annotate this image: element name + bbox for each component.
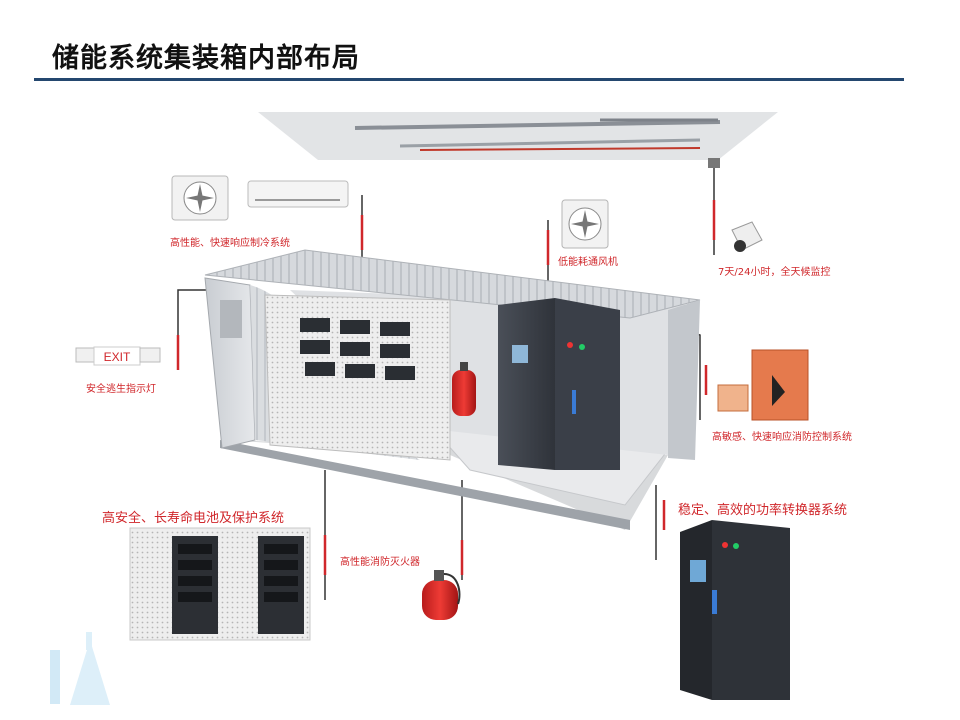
- title-divider: [34, 78, 904, 81]
- battery-rack: [264, 294, 451, 461]
- fire-control-panel-icon: [717, 349, 809, 421]
- ventilation-fan-icon: [561, 199, 609, 249]
- air-conditioner-icon: [171, 175, 349, 221]
- label-extinguisher: 高性能消防灭火器: [340, 557, 420, 568]
- leader-lines: [176, 165, 716, 600]
- security-camera-icon: [708, 158, 763, 252]
- label-fire-control: 高敏感、快速响应消防控制系统: [712, 432, 852, 443]
- extinguisher-inside: [452, 362, 476, 416]
- label-pcs: 稳定、高效的功率转换器系统: [678, 503, 848, 518]
- label-hvac: 高性能、快速响应制冷系统: [170, 238, 290, 249]
- exit-sign-icon: EXIT: [75, 346, 161, 366]
- skyline-watermark: [50, 632, 110, 705]
- label-exit-light: 安全逃生指示灯: [86, 384, 156, 395]
- battery-cabinet-detail: [129, 527, 311, 641]
- label-battery-system: 高安全、长寿命电池及保护系统: [102, 511, 285, 526]
- label-fan: 低能耗通风机: [558, 257, 618, 268]
- label-camera: 7天/24小时，全天候监控: [718, 267, 831, 278]
- fire-extinguisher-icon: [422, 570, 461, 620]
- exit-sign-text: EXIT: [104, 350, 131, 364]
- pcs-cabinet-detail: [680, 520, 790, 700]
- page-title: 储能系统集装箱内部布局: [52, 43, 360, 74]
- pcs-cabinet-inside: [498, 298, 620, 470]
- ceiling-panel: [258, 112, 778, 160]
